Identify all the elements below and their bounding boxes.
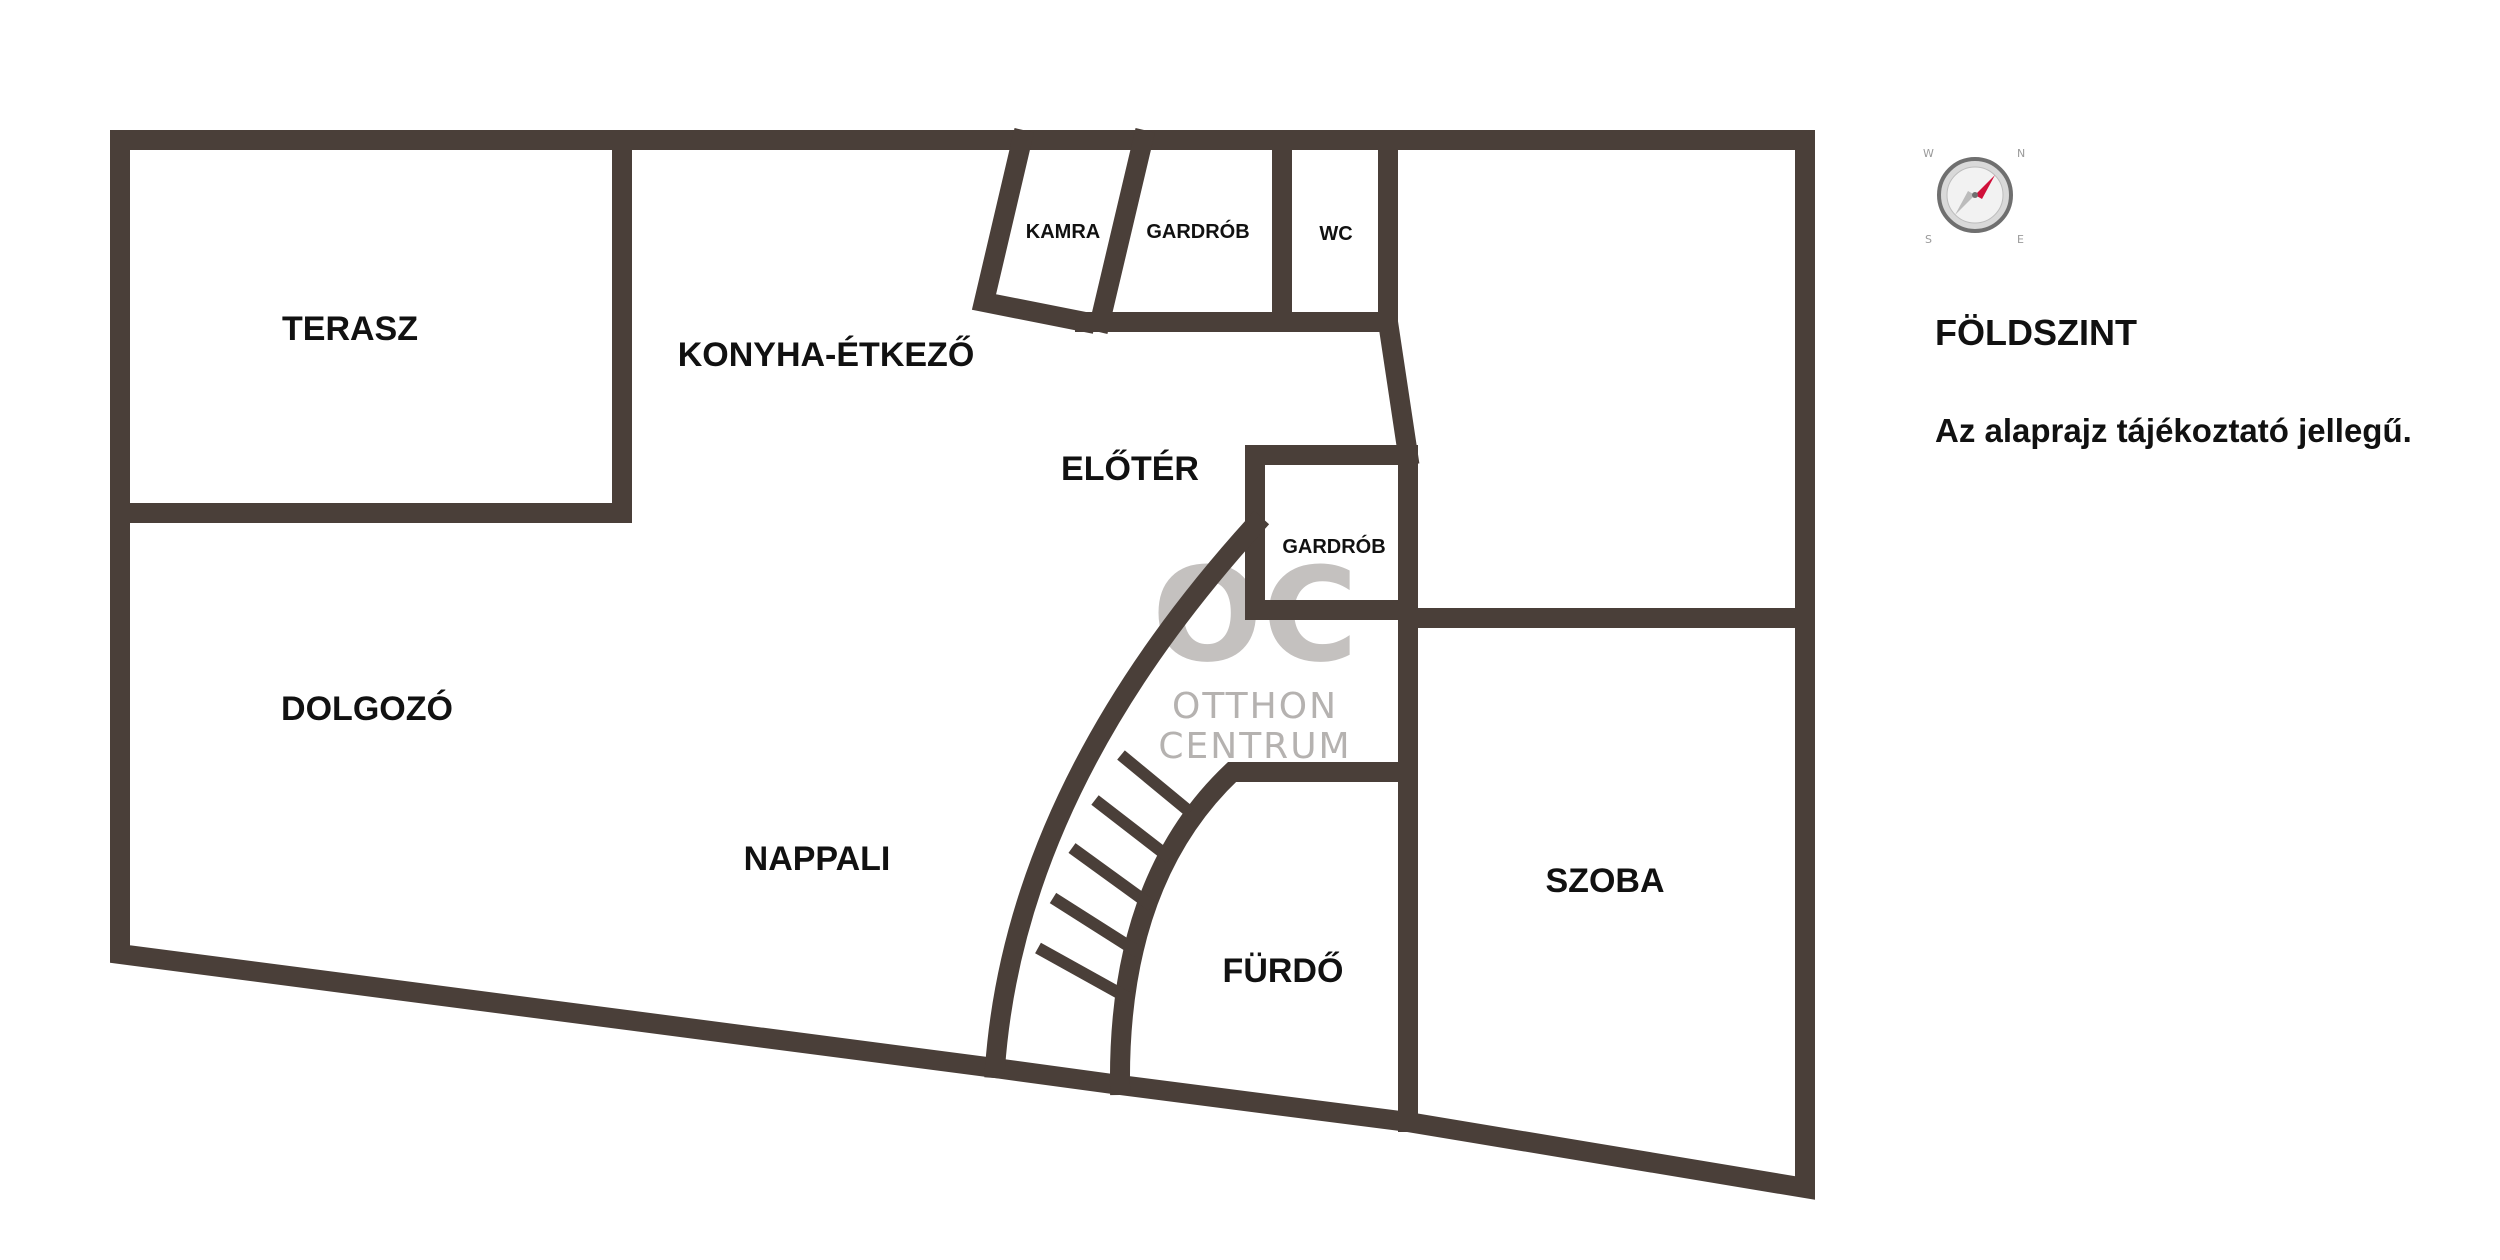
compass-icon: N E S W [1923, 147, 2025, 246]
stair-tread [1068, 843, 1156, 911]
wall-terrace [110, 130, 632, 523]
stair-tread [1117, 750, 1194, 817]
room-label-eloter: ELŐTÉR [1061, 450, 1199, 488]
room-label-wc: WC [1319, 223, 1352, 245]
room-label-gardrob-top: GARDRÓB [1146, 219, 1249, 243]
room-label-dolgozo: DOLGOZÓ [281, 690, 453, 728]
level-title: FÖLDSZINT [1935, 312, 2137, 353]
staircase [1035, 750, 1194, 1004]
wall-wardrobe-top-left [1087, 127, 1156, 335]
room-label-terasz: TERASZ [282, 310, 418, 348]
room-label-nappali: NAPPALI [744, 840, 891, 878]
compass-w: W [1923, 147, 1934, 160]
stair-tread [1035, 942, 1131, 1004]
wall-bathroom-top [1109, 762, 1418, 1096]
wall-stair-outer [984, 510, 1270, 1079]
compass-n: N [2017, 147, 2025, 160]
room-label-szoba: SZOBA [1546, 862, 1665, 900]
watermark-line1: OTTHON [1172, 686, 1338, 727]
compass-needle-north [1975, 175, 1995, 199]
disclaimer-text: Az alaprajz tájékoztató jellegű. [1935, 412, 2412, 449]
room-label-kamra: KAMRA [1026, 221, 1100, 243]
compass-s: S [1925, 233, 1932, 246]
outer-wall [110, 130, 1815, 1200]
stair-tread [1091, 795, 1174, 863]
compass-e: E [2017, 233, 2024, 246]
wall-pantry [971, 127, 1097, 334]
wall-storage-bottom [1075, 312, 1420, 467]
room-label-konyha: KONYHA-ÉTKEZŐ [678, 336, 975, 374]
room-label-gardrob-mid: GARDRÓB [1282, 534, 1385, 558]
room-label-furdo: FÜRDŐ [1223, 952, 1344, 990]
stair-tread [1049, 892, 1142, 958]
watermark-line2: CENTRUM [1158, 726, 1351, 767]
compass-needle-south [1955, 191, 1975, 215]
